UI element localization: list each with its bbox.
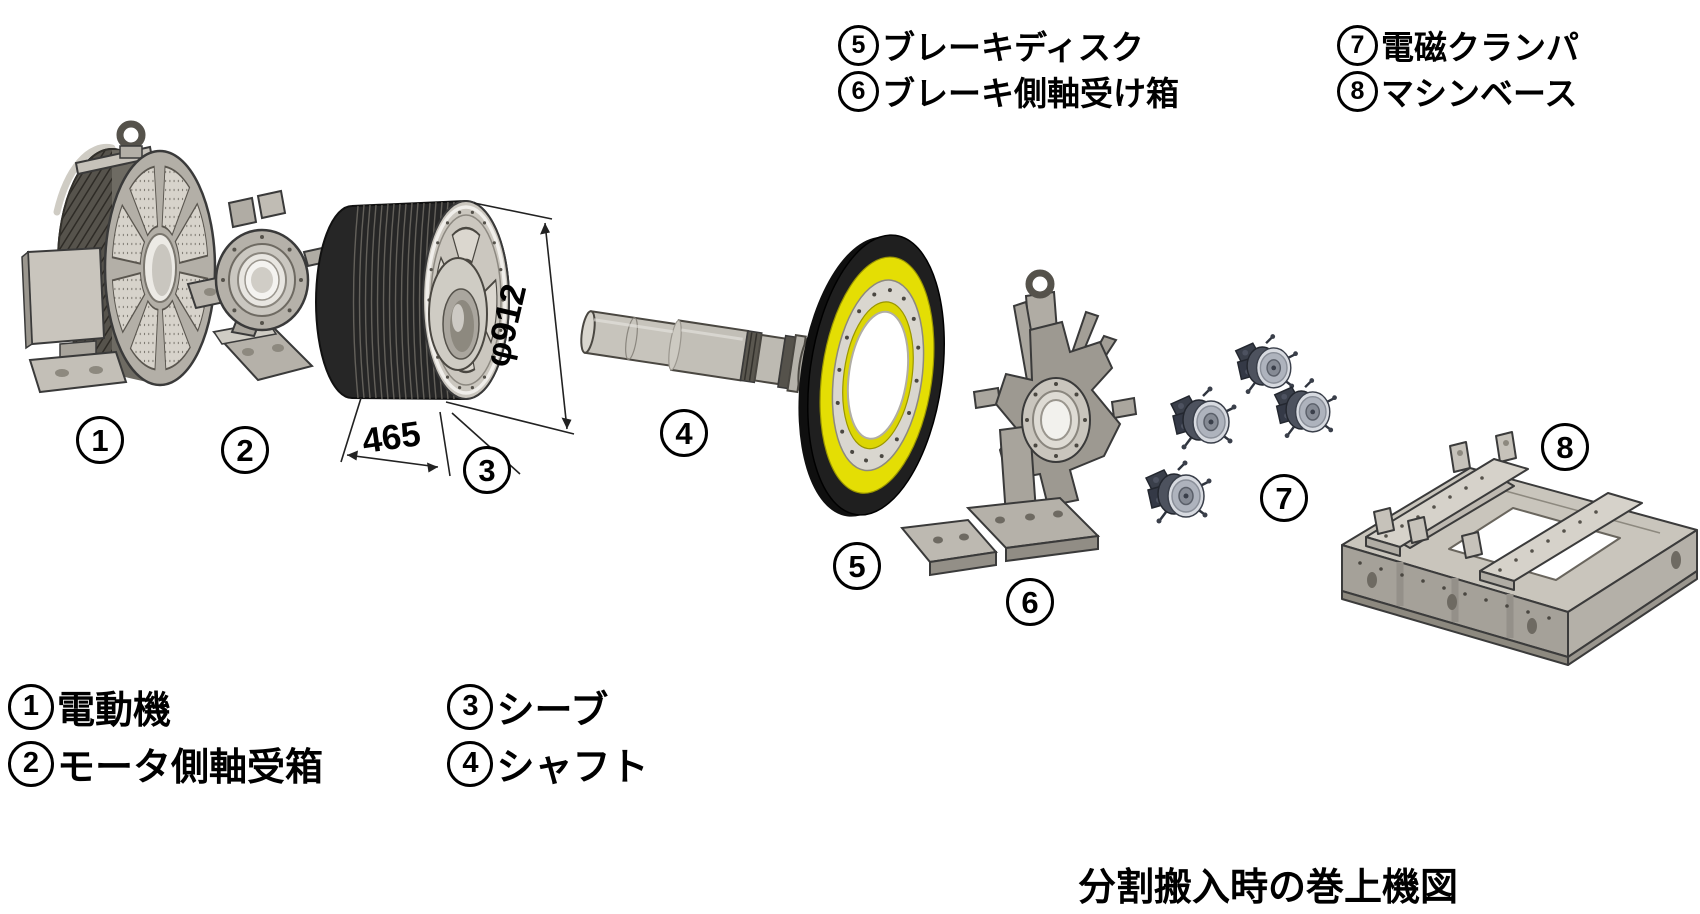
part-5-brake-disc-illustration xyxy=(798,234,945,517)
legend-item-clamper: 7 電磁クランパ xyxy=(1337,22,1579,68)
legend-item-shaft: 4 シャフト xyxy=(447,735,648,792)
legend-label: シャフト xyxy=(496,747,649,789)
motor-eyebolt xyxy=(116,120,146,150)
legend-label: 電磁クランパ xyxy=(1381,29,1579,66)
callout-1-motor: 1 xyxy=(76,416,124,464)
legend-label: ブレーキ側軸受け箱 xyxy=(882,75,1179,112)
legend-item-motor: 1 電動機 xyxy=(8,678,323,735)
part-6-brake-bearing-illustration xyxy=(900,269,1138,577)
part-1-motor-illustration xyxy=(21,120,236,394)
dimension-465: 465 xyxy=(340,397,451,477)
callout-7-clamper: 7 xyxy=(1260,474,1308,522)
legend-label: 電動機 xyxy=(57,690,172,732)
legend-item-brake-disc: 5 ブレーキディスク xyxy=(838,22,1179,68)
callout-2-motor-bearing: 2 xyxy=(221,426,269,474)
figure-caption: 分割搬入時の巻上機図 xyxy=(1078,867,1459,909)
bearing-eyebolt xyxy=(1025,269,1055,299)
legend-column-1: 1 電動機 2 モータ側軸受箱 xyxy=(8,678,323,792)
circled-number-1: 1 xyxy=(8,683,54,730)
circled-number-4: 4 xyxy=(447,740,494,787)
legend-column-2: 3 シーブ 4 シャフト xyxy=(447,678,648,792)
legend-label: モータ側軸受箱 xyxy=(57,747,324,789)
part-2-motor-bearing-illustration xyxy=(212,189,328,382)
legend-top-right: 7 電磁クランパ 8 マシンベース xyxy=(1337,22,1579,114)
circled-number-3: 3 xyxy=(447,683,494,730)
motor-terminal-box xyxy=(26,246,106,346)
legend-bottom-left: 1 電動機 2 モータ側軸受箱 3 シーブ 4 シャフト xyxy=(8,678,648,792)
circled-number-8: 8 xyxy=(1337,70,1378,112)
circled-number-2: 2 xyxy=(8,740,54,787)
part-8-machine-base-illustration xyxy=(1341,431,1698,666)
dimension-465-label: 465 xyxy=(360,414,423,461)
brake-disc-bolts xyxy=(835,288,921,463)
circled-number-7: 7 xyxy=(1337,24,1378,66)
legend-label: マシンベース xyxy=(1381,75,1578,112)
callout-6-brake-bearing: 6 xyxy=(1006,578,1054,626)
legend-top-center: 5 ブレーキディスク 6 ブレーキ側軸受け箱 xyxy=(838,22,1179,114)
part-3-sheave-illustration xyxy=(315,199,510,401)
part-7-clampers-illustration xyxy=(1144,332,1339,525)
callout-3-sheave: 3 xyxy=(463,446,511,494)
circled-number-5: 5 xyxy=(838,24,879,66)
legend-item-motor-bearing: 2 モータ側軸受箱 xyxy=(8,735,323,792)
legend-label: ブレーキディスク xyxy=(882,29,1144,66)
callout-8-machine-base: 8 xyxy=(1541,423,1589,471)
legend-item-sheave: 3 シーブ xyxy=(447,678,648,735)
part-4-shaft-illustration xyxy=(580,310,823,396)
callout-5-brake-disc: 5 xyxy=(833,542,881,590)
circled-number-6: 6 xyxy=(838,70,879,112)
callout-4-shaft: 4 xyxy=(660,409,708,457)
legend-item-brake-bearing: 6 ブレーキ側軸受け箱 xyxy=(838,68,1179,114)
legend-item-machine-base: 8 マシンベース xyxy=(1337,68,1579,114)
legend-label: シーブ xyxy=(496,690,609,732)
